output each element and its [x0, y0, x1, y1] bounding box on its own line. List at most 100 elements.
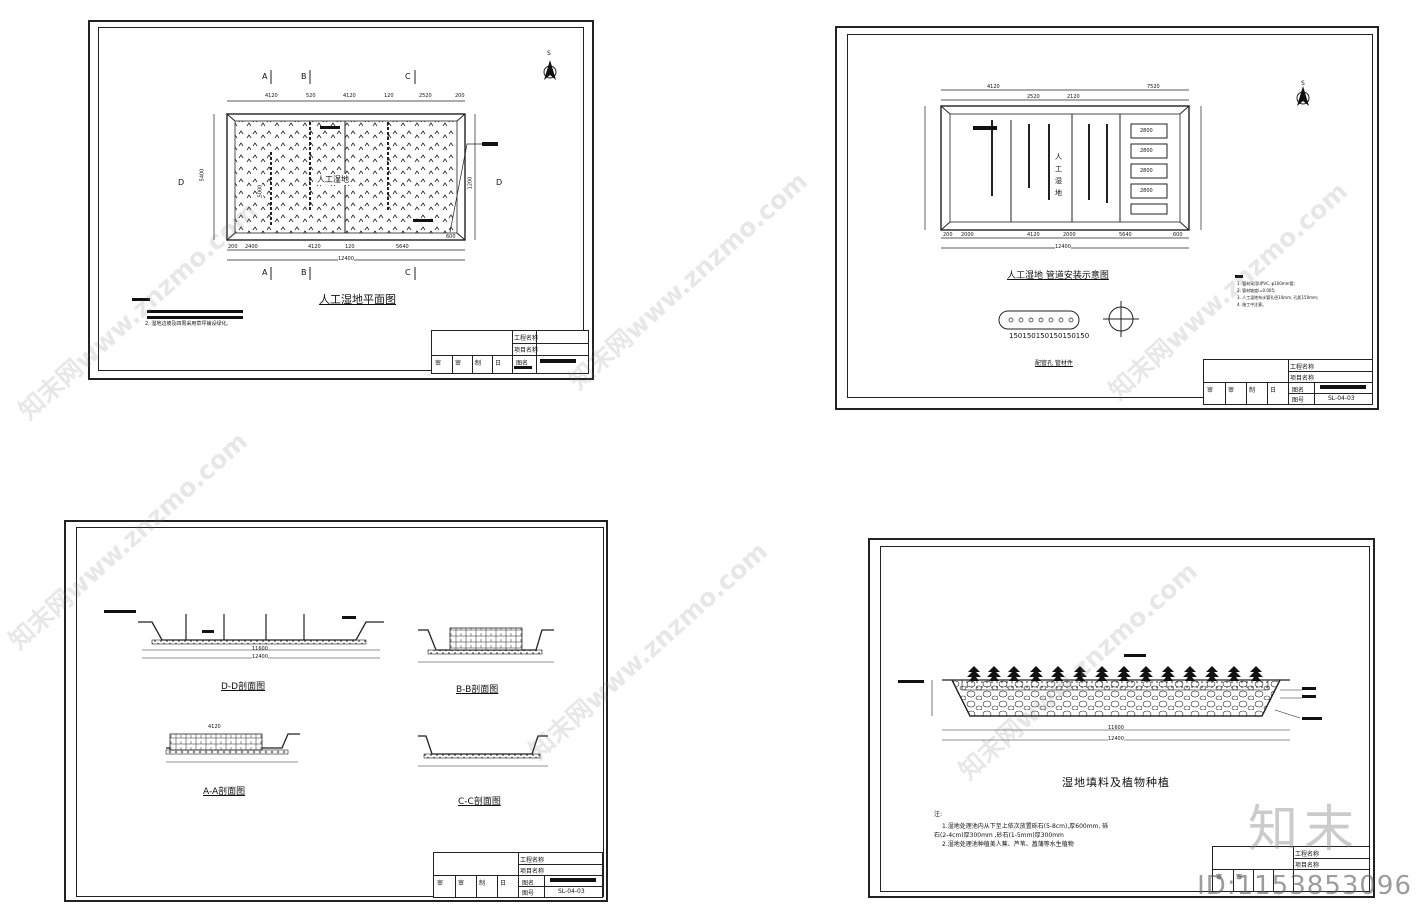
label-tag — [898, 680, 924, 683]
dim-bottom: 120 — [345, 244, 355, 250]
note-redacted — [147, 316, 243, 319]
tb-tuhao: 图号 — [1292, 397, 1305, 404]
dim-top: 520 — [306, 93, 316, 99]
dim-top: 2120 — [1067, 94, 1080, 100]
center-label: 人 — [1055, 153, 1062, 161]
dim-top: 2520 — [419, 93, 432, 99]
pipe-caption: 配管孔 管材件 — [1035, 360, 1073, 367]
tb-code: SL-04-03 — [1328, 395, 1355, 402]
tb-row2: 项目名称 — [514, 347, 539, 354]
dim-bottom: 200 — [943, 232, 953, 238]
level: 2800 — [1140, 168, 1153, 174]
section-mark: C — [405, 268, 411, 277]
tb-row1: 工程名称 — [514, 335, 539, 342]
dim: 12400 — [252, 654, 268, 660]
dim: 11600 — [252, 646, 268, 652]
tb-sign: 日 — [495, 360, 502, 367]
tb-sign: 审 — [1216, 874, 1223, 881]
tb-sign: 审 — [1236, 874, 1243, 881]
dim-bottom: 5640 — [1119, 232, 1132, 238]
level: 2800 — [1140, 188, 1153, 194]
sheet-inner-frame — [76, 527, 604, 897]
total-dim: 12400 — [338, 256, 354, 262]
width-dim: 12400 — [1108, 736, 1124, 742]
tb-sign: 审 — [437, 880, 444, 887]
tb-sign: 审 — [1228, 387, 1235, 394]
title-block: 工程名称 项目名称 审 审 制 日 图名 — [431, 330, 589, 374]
level: 2800 — [1140, 128, 1153, 134]
section-mark: C — [405, 72, 411, 81]
level: 2800 — [1140, 148, 1153, 154]
north-label: S — [1301, 80, 1305, 87]
note-line: 2. 湿地边坡及四周采用草坪铺设绿化。 — [145, 321, 232, 327]
section-mark: B — [301, 72, 307, 81]
dim-top: 4120 — [987, 84, 1000, 90]
tb-tuhao: 图号 — [522, 890, 535, 897]
section-mark: A — [262, 72, 268, 81]
label-tag — [202, 630, 214, 633]
tb-row2: 项目名称 — [1290, 375, 1315, 382]
section-mark: D — [496, 178, 503, 187]
note-line: 3. 人工湿地布水管孔径10mm, 孔距150mm; — [1237, 295, 1319, 300]
section-caption-aa: A-A剖面图 — [203, 787, 246, 797]
tb-tuming: 图名 — [522, 880, 535, 887]
tb-tuming: 图名 — [1292, 387, 1305, 394]
label-tag — [482, 142, 498, 146]
section-mark: B — [301, 268, 307, 277]
note-redacted — [147, 310, 243, 313]
center-label: 工 — [1055, 165, 1062, 173]
inner-dim: 11600 — [1108, 725, 1124, 731]
dim-bottom: 200 — [228, 244, 238, 250]
tb-row2: 项目名称 — [1295, 862, 1320, 869]
dim-right: 1200 — [467, 176, 474, 190]
sections-drawing — [138, 614, 554, 767]
label-tag — [1302, 695, 1316, 698]
section-mark: A — [262, 268, 268, 277]
pipe-dims: 150150150150150150 — [1009, 332, 1090, 340]
title-block: 工程名称 项目名称 审 审 制 日 图名 图号 SL-04-03 — [433, 852, 603, 898]
tb-sign: 审 — [435, 360, 442, 367]
tb-row1: 工程名称 — [1290, 364, 1315, 371]
sheet-sections: 11600 12400 4120 D-D剖面图 B-B剖面图 A-A剖面图 C-… — [64, 520, 608, 902]
section-mark: D — [178, 178, 185, 187]
tb-sign: 制 — [1249, 387, 1256, 394]
dim-top: 4120 — [265, 93, 278, 99]
label-tag — [1302, 717, 1322, 720]
dim-bottom: 2400 — [245, 244, 258, 250]
label-tag — [1124, 654, 1146, 657]
label-tag — [342, 616, 356, 619]
watermark: 知末网www.znzmo.com — [563, 166, 814, 396]
dim-bottom: 2000 — [961, 232, 974, 238]
dim-top: 4120 — [343, 93, 356, 99]
sheet-inner-frame — [847, 34, 1373, 398]
piping-caption: 人工湿地 管道安装示意图 — [1007, 271, 1109, 281]
total-dim: 12400 — [1055, 244, 1071, 250]
tb-row2: 项目名称 — [520, 868, 545, 875]
tb-row1: 工程名称 — [520, 857, 545, 864]
tb-sign: 日 — [500, 880, 507, 887]
note-redacted — [1235, 275, 1243, 278]
dim-bottom: 600 — [446, 234, 456, 240]
note-redacted — [132, 298, 150, 301]
note-line: 1.湿地处理池内从下至上依次放置砾石(5-8cm),厚600mm, 砾 — [942, 823, 1109, 830]
note-title: 注: — [934, 811, 943, 818]
note-line: 4. 施工中注意。 — [1237, 302, 1267, 307]
tb-sign: 日 — [1270, 387, 1277, 394]
plan-caption: 人工湿地平面图 — [319, 293, 396, 306]
planting-caption: 湿地填料及植物种植 — [1062, 776, 1170, 789]
section-caption-bb: B-B剖面图 — [456, 685, 499, 695]
dim-bottom: 5640 — [396, 244, 409, 250]
note-line: 2.湿地处理池种植美人蕉、芦苇、菖蒲等水生植物 — [942, 841, 1074, 848]
image-id: ID:1153853096 — [1197, 871, 1412, 901]
north-label: S — [547, 50, 551, 57]
center-label: 地 — [1055, 189, 1062, 197]
dim-top: 120 — [384, 93, 394, 99]
dim: 4120 — [208, 724, 221, 730]
note-line: 2. 管材坡度i=0.005; — [1237, 288, 1276, 293]
note-line: 石(2-4cm)厚300mm ,砂石(1-5mm)厚300mm — [934, 832, 1064, 839]
center-label: 人工湿地 — [317, 174, 349, 185]
section-caption-dd: D-D剖面图 — [221, 682, 266, 692]
dim-left: 5000 — [257, 184, 264, 198]
label-tag — [104, 610, 136, 613]
label-tag — [1302, 687, 1316, 690]
